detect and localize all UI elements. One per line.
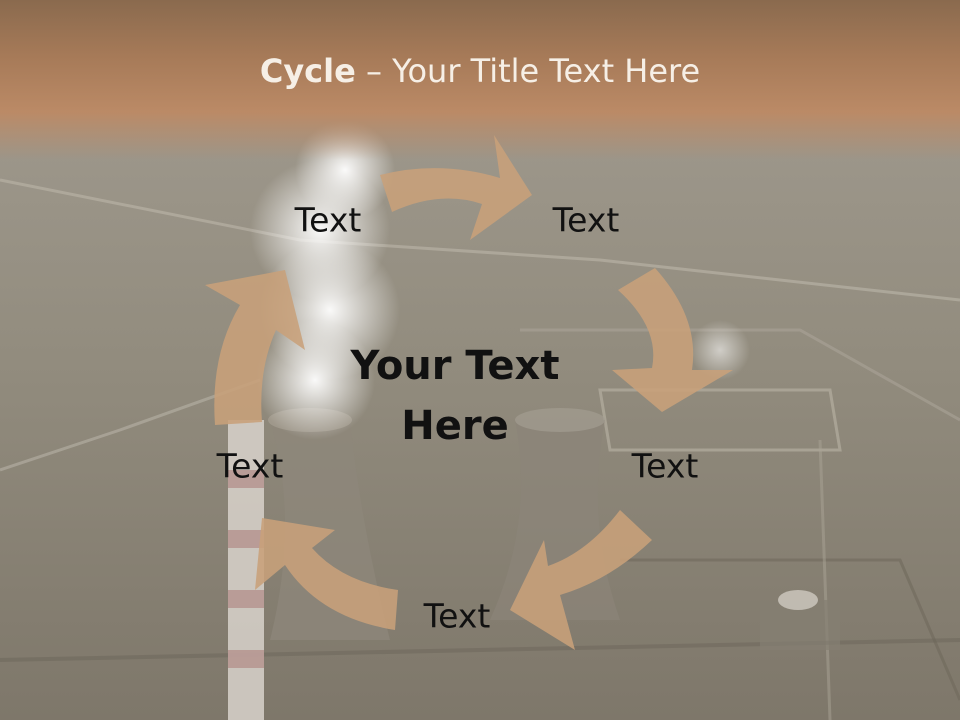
- cycle-arrow-3: [510, 510, 652, 650]
- cycle-node-3: Text: [631, 446, 699, 486]
- center-text-line-1: Your Text: [350, 343, 560, 389]
- cycle-arrow-1: [380, 135, 532, 240]
- title-rest: – Your Title Text Here: [355, 52, 701, 90]
- cycle-arrow-2: [612, 268, 733, 412]
- cycle-node-4: Text: [423, 596, 491, 636]
- cycle-arrow-5: [205, 270, 305, 425]
- cycle-node-2: Text: [552, 200, 620, 240]
- center-text-line-2: Here: [401, 403, 509, 449]
- cycle-arrow-4: [255, 518, 398, 630]
- cycle-node-5: Text: [216, 446, 284, 486]
- title-bold: Cycle: [259, 52, 356, 90]
- title-band: [0, 0, 960, 160]
- slide-title: Cycle – Your Title Text Here: [0, 52, 960, 90]
- cycle-node-1: Text: [294, 200, 362, 240]
- center-text: Your Text Here: [351, 336, 560, 456]
